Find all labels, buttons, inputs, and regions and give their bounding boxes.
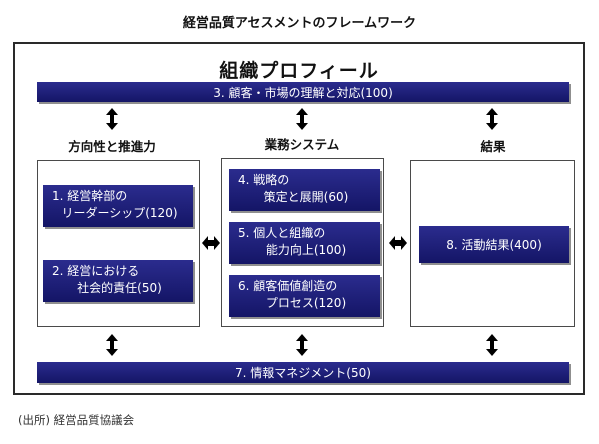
organization-profile-label: 組織プロフィール: [219, 60, 379, 82]
column-heading-results: 結果: [480, 139, 506, 154]
vertical-double-arrow-icon: [106, 334, 118, 356]
horizontal-double-arrow-icon: [202, 236, 220, 250]
box-leadership-line1: 1. 経営幹部の: [52, 189, 128, 203]
diagram-title: 経営品質アセスメントのフレームワーク: [182, 16, 417, 31]
box-leadership: 1. 経営幹部の リーダーシップ(120): [43, 185, 193, 227]
box-customer-value: 6. 顧客価値創造の プロセス(120): [229, 275, 380, 317]
vertical-double-arrow-icon: [106, 108, 118, 130]
box-leadership-line2: リーダーシップ(120): [61, 206, 178, 220]
box-capability-line2: 能力向上(100): [265, 243, 347, 257]
box-customer-value-line1: 6. 顧客価値創造の: [238, 279, 338, 293]
box-strategy: 4. 戦略の 策定と展開(60): [229, 169, 380, 211]
customer-market-bar: 3. 顧客・市場の理解と対応(100): [37, 82, 569, 102]
box-activity-results: 8. 活動結果(400): [419, 226, 569, 263]
vertical-double-arrow-icon: [486, 108, 498, 130]
box-social-responsibility: 2. 経営における 社会的責任(50): [43, 260, 193, 302]
box-customer-value-line2: プロセス(120): [265, 296, 347, 310]
column-heading-direction: 方向性と推進力: [68, 139, 156, 154]
box-social-responsibility-line2: 社会的責任(50): [77, 281, 162, 295]
horizontal-double-arrow-icon: [389, 236, 407, 250]
vertical-double-arrow-icon: [296, 108, 308, 130]
box-social-responsibility-line1: 2. 経営における: [52, 264, 140, 278]
information-management-bar: 7. 情報マネジメント(50): [37, 362, 569, 383]
box-strategy-line1: 4. 戦略の: [238, 173, 290, 187]
box-capability-line1: 5. 個人と組織の: [238, 226, 326, 240]
vertical-double-arrow-icon: [296, 334, 308, 356]
box-strategy-line2: 策定と展開(60): [263, 190, 349, 204]
column-heading-business-system: 業務システム: [264, 137, 340, 152]
box-capability: 5. 個人と組織の 能力向上(100): [229, 222, 380, 264]
vertical-double-arrow-icon: [486, 334, 498, 356]
source-note: (出所) 経営品質協議会: [18, 413, 135, 427]
